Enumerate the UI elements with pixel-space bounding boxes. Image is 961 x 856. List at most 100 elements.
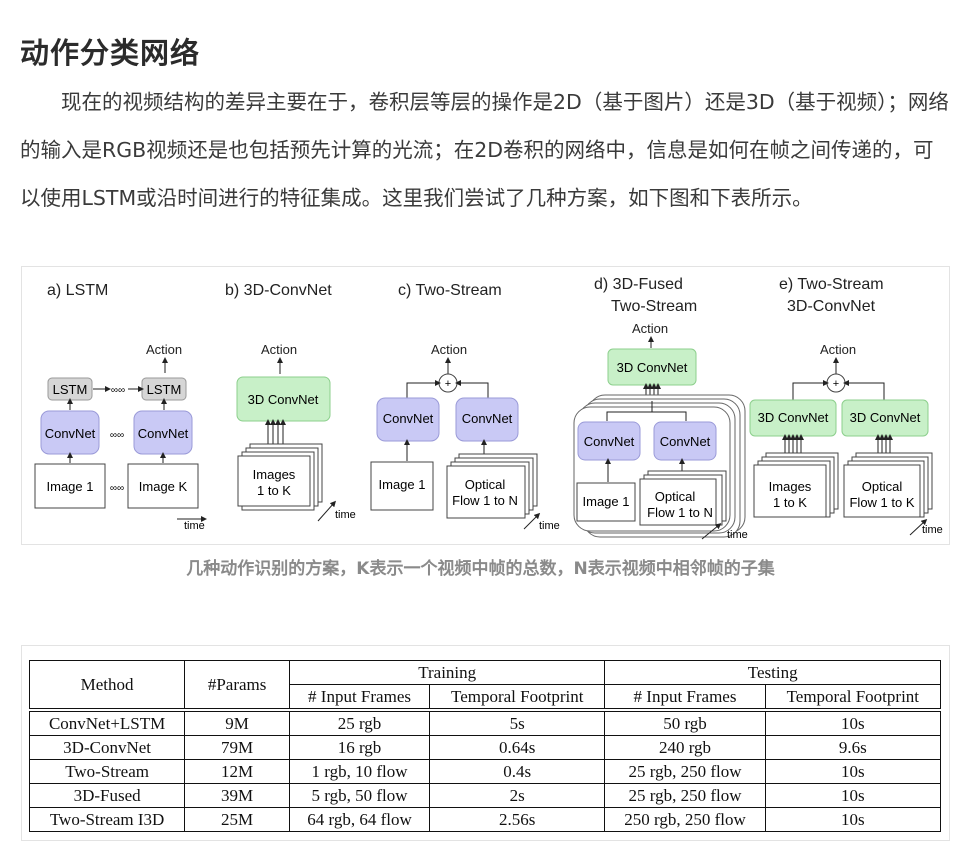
cell-test-footprint: 9.6s — [764, 735, 942, 760]
images-stack-b — [237, 455, 311, 507]
cell-train-frames: 5 rgb, 50 flow — [288, 783, 431, 808]
figure-caption: 几种动作识别的方案，K表示一个视频中帧的总数，N表示视频中相邻帧的子集 — [186, 559, 775, 579]
cell-train-footprint: 2.56s — [429, 807, 606, 832]
image-ellipsis: ∞∞ — [110, 483, 124, 494]
flow-label-c-2: Flow 1 to N — [452, 493, 518, 508]
col-params-header: #Params — [184, 660, 290, 710]
results-table: Method #Params Training Testing # Input … — [28, 660, 942, 832]
panel-a-action: Action — [146, 342, 182, 357]
cell-params: 9M — [184, 708, 290, 736]
train-temporal-footprint-header: Temporal Footprint — [429, 684, 606, 710]
cell-test-footprint: 10s — [764, 759, 942, 784]
cell-test-frames: 250 rgb, 250 flow — [604, 807, 766, 832]
cell-train-footprint: 0.64s — [429, 735, 606, 760]
cell-params: 39M — [184, 783, 290, 808]
convnet-flow-c — [455, 397, 519, 442]
flow-label-e-1: Optical — [862, 479, 903, 494]
panel-lstm: a) LSTM Action LSTM LSTM ∞∞ ConvNet ∞∞ C… — [34, 282, 207, 532]
cell-test-footprint: 10s — [764, 807, 942, 832]
training-header: Training — [288, 660, 606, 685]
time-label-b: time — [335, 509, 356, 521]
section-heading: 动作分类网络 — [20, 36, 201, 70]
cell-method: Two-Stream I3D — [28, 807, 186, 832]
panel-d-action: Action — [632, 321, 668, 336]
col-method-header: Method — [28, 660, 186, 710]
flow-label-e-2: Flow 1 to K — [849, 495, 914, 510]
cell-test-frames: 50 rgb — [604, 708, 766, 736]
image-k-box — [127, 463, 199, 509]
convnet-label-k: ConvNet — [138, 426, 189, 441]
testing-header: Testing — [604, 660, 941, 685]
image-label-c: Image 1 — [379, 477, 426, 492]
test-input-frames-header: # Input Frames — [604, 684, 766, 710]
architecture-figure: a) LSTM Action LSTM LSTM ∞∞ ConvNet ∞∞ C… — [21, 266, 950, 545]
panel-b-title: b) 3D-ConvNet — [225, 282, 332, 299]
image-k-label: Image K — [139, 479, 188, 494]
cell-train-frames: 1 rgb, 10 flow — [288, 759, 431, 784]
convnet-label-c2: ConvNet — [462, 411, 513, 426]
cell-method: 3D-ConvNet — [28, 735, 186, 760]
time-label-e: time — [922, 524, 943, 536]
plus-label-c: + — [445, 378, 451, 390]
table-row: Two-Stream 12M 1 rgb, 10 flow 0.4s 25 rg… — [28, 759, 942, 784]
convnet-label-d1: ConvNet — [584, 434, 635, 449]
flow-stack-c — [446, 465, 526, 519]
test-temporal-footprint-header: Temporal Footprint — [764, 684, 942, 710]
images-stack-e — [753, 464, 827, 518]
convnet-label-1: ConvNet — [45, 426, 96, 441]
convnet-ellipsis: ∞∞ — [110, 430, 124, 441]
cell-train-frames: 25 rgb — [288, 708, 431, 736]
cell-params: 79M — [184, 735, 290, 760]
cell-test-footprint: 10s — [764, 783, 942, 808]
cell-train-footprint: 0.4s — [429, 759, 606, 784]
panel-two-stream: c) Two-Stream Action + ConvNet ConvNet I… — [370, 282, 560, 532]
train-input-frames-header: # Input Frames — [288, 684, 431, 710]
panel-e-title-1: e) Two-Stream — [779, 276, 884, 293]
images-label-e-1: Images — [769, 479, 812, 494]
convnet-flow-d — [653, 421, 717, 461]
table-row: 3D-Fused 39M 5 rgb, 50 flow 2s 25 rgb, 2… — [28, 783, 942, 808]
flow-label-d-2: Flow 1 to N — [647, 505, 713, 520]
cell-method: Two-Stream — [28, 759, 186, 784]
panel-d-title-1: d) 3D-Fused — [594, 276, 683, 293]
panel-two-stream-3d: e) Two-Stream 3D-ConvNet Action + 3D Con… — [749, 276, 943, 536]
panel-e-title-2: 3D-ConvNet — [787, 298, 876, 315]
cell-train-footprint: 2s — [429, 783, 606, 808]
time-label-c: time — [539, 520, 560, 532]
plus-label-e: + — [833, 378, 839, 390]
time-label-a: time — [184, 520, 205, 532]
results-table-container: Method #Params Training Testing # Input … — [21, 645, 950, 841]
table-row: Two-Stream I3D 25M 64 rgb, 64 flow 2.56s… — [28, 807, 942, 832]
image-label-d: Image 1 — [583, 494, 630, 509]
panel-a-title: a) LSTM — [47, 282, 108, 299]
architecture-diagram: a) LSTM Action LSTM LSTM ∞∞ ConvNet ∞∞ C… — [34, 276, 943, 541]
table-row: ConvNet+LSTM 9M 25 rgb 5s 50 rgb 10s — [28, 708, 942, 736]
body-paragraph: 现在的视频结构的差异主要在于，卷积层等层的操作是2D（基于图片）还是3D（基于视… — [20, 90, 949, 210]
cell-method: ConvNet+LSTM — [28, 708, 186, 736]
cell-test-frames: 240 rgb — [604, 735, 766, 760]
cell-params: 12M — [184, 759, 290, 784]
convnet-label-d2: ConvNet — [660, 434, 711, 449]
convnet3d-label-e2: 3D ConvNet — [850, 410, 921, 425]
cell-test-frames: 25 rgb, 250 flow — [604, 783, 766, 808]
lstm-ellipsis: ∞∞ — [111, 385, 125, 396]
lstm-label-1: LSTM — [53, 382, 88, 397]
panel-b-action: Action — [261, 342, 297, 357]
image-1-box — [34, 463, 106, 509]
convnet3d-label-e1: 3D ConvNet — [758, 410, 829, 425]
panel-c-title: c) Two-Stream — [398, 282, 502, 299]
image-1-label: Image 1 — [47, 479, 94, 494]
images-label-b-2: 1 to K — [257, 483, 291, 498]
cell-test-footprint: 10s — [764, 708, 942, 736]
cell-method: 3D-Fused — [28, 783, 186, 808]
time-label-d: time — [727, 529, 748, 541]
cell-params: 25M — [184, 807, 290, 832]
flow-stack-e — [843, 464, 921, 518]
convnet3d-label-d: 3D ConvNet — [617, 360, 688, 375]
panel-c-action: Action — [431, 342, 467, 357]
image-1-d — [576, 482, 636, 522]
convnet-label-c1: ConvNet — [383, 411, 434, 426]
cell-train-frames: 64 rgb, 64 flow — [288, 807, 431, 832]
table-row: 3D-ConvNet 79M 16 rgb 0.64s 240 rgb 9.6s — [28, 735, 942, 760]
flow-stack-d — [639, 478, 717, 526]
